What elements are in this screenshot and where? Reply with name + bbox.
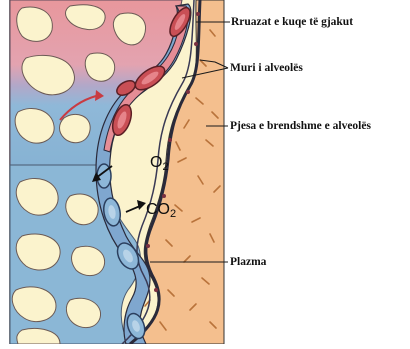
label-plasma: Plazma (230, 255, 266, 269)
label-wall: Muri i alveolës (230, 61, 303, 75)
co2-subscript: 2 (170, 208, 176, 220)
label-capillaries: Rruazat e kuqe të gjakut (231, 15, 353, 29)
co2-main: CO (146, 201, 170, 218)
co2-label: CO2 (146, 201, 176, 223)
o2-label: O2 (150, 154, 169, 176)
o2-main: O (150, 154, 162, 171)
label-inner: Pjesa e brendshme e alveolës (230, 119, 371, 133)
o2-subscript: 2 (162, 161, 168, 173)
